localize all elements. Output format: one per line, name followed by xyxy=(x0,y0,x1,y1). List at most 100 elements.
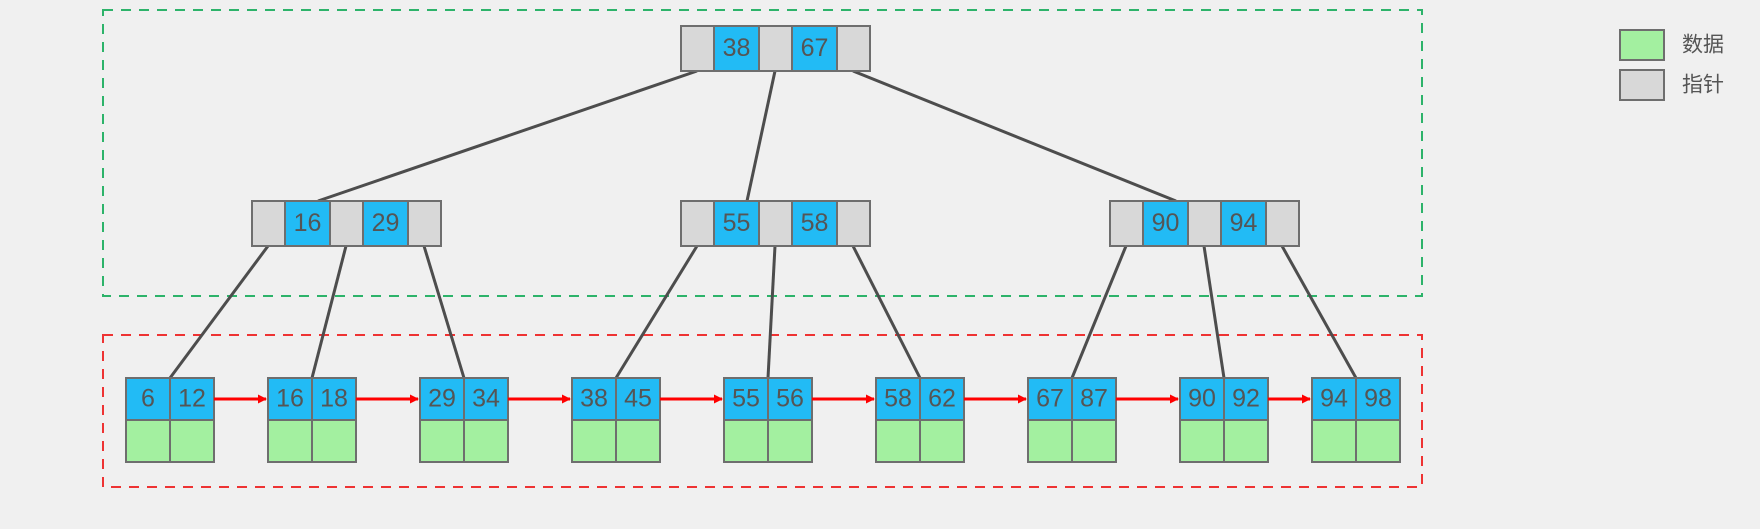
leaf-node-8-key-label-0: 90 xyxy=(1188,385,1216,413)
leaf-node-3-key-cell-0[interactable] xyxy=(419,377,465,421)
leaf-node-8-data-cell-1[interactable] xyxy=(1223,419,1269,463)
leaf-node-9[interactable]: 94 98 xyxy=(1311,377,1401,463)
leaf-node-6-data-cell-1[interactable] xyxy=(919,419,965,463)
leaf-node-1-key-label-0: 6 xyxy=(141,385,155,413)
leaf-node-3-data-cell-1[interactable] xyxy=(463,419,509,463)
data-region xyxy=(102,334,1423,488)
root-node-key-cell-1[interactable] xyxy=(791,25,838,72)
root-node-key-label-0: 38 xyxy=(723,34,751,62)
leaf-node-3-key-cell-1[interactable] xyxy=(463,377,509,421)
leaf-node-5-data-cell-1[interactable] xyxy=(767,419,813,463)
leaf-node-4-key-cell-1[interactable] xyxy=(615,377,661,421)
root-node-key-label-1: 67 xyxy=(801,34,829,62)
internal-node-right-pointer-1[interactable] xyxy=(1187,200,1222,247)
internal-node-middle-pointer-2[interactable] xyxy=(836,200,871,247)
internal-node-left-pointer-1[interactable] xyxy=(329,200,364,247)
leaf-node-6-key-label-1: 62 xyxy=(928,385,956,413)
root-node-pointer-0[interactable] xyxy=(680,25,715,72)
leaf-node-3-data-cell-0[interactable] xyxy=(419,419,465,463)
leaf-node-4-data-cell-0[interactable] xyxy=(571,419,617,463)
legend-swatch-pointer xyxy=(1619,69,1665,101)
root-node-pointer-1[interactable] xyxy=(758,25,793,72)
leaf-node-7-data-cell-1[interactable] xyxy=(1071,419,1117,463)
leaf-node-6[interactable]: 58 62 xyxy=(875,377,965,463)
edge-right-to-leaf7 xyxy=(1070,245,1128,379)
internal-node-middle-key-cell-0[interactable] xyxy=(713,200,760,247)
internal-node-middle[interactable]: 55 58 xyxy=(680,200,871,247)
internal-node-left-pointer-2[interactable] xyxy=(407,200,442,247)
edge-root-to-right xyxy=(852,69,1177,203)
leaf-node-9-key-cell-1[interactable] xyxy=(1355,377,1401,421)
internal-node-left-key-label-0: 16 xyxy=(294,209,322,237)
internal-node-right-key-label-0: 90 xyxy=(1152,209,1180,237)
edge-left-to-leaf3 xyxy=(422,245,466,379)
leaf-node-3[interactable]: 29 34 xyxy=(419,377,509,463)
legend-label-pointer: 指针 xyxy=(1682,74,1724,97)
internal-node-middle-pointer-0[interactable] xyxy=(680,200,715,247)
leaf-node-7-key-cell-1[interactable] xyxy=(1071,377,1117,421)
leaf-node-6-key-label-0: 58 xyxy=(884,385,912,413)
leaf-node-2-key-cell-0[interactable] xyxy=(267,377,313,421)
leaf-node-6-key-cell-1[interactable] xyxy=(919,377,965,421)
leaf-node-5[interactable]: 55 56 xyxy=(723,377,813,463)
edge-middle-to-leaf5 xyxy=(766,245,777,379)
leaf-node-9-key-label-1: 98 xyxy=(1364,385,1392,413)
leaf-node-9-data-cell-1[interactable] xyxy=(1355,419,1401,463)
root-node[interactable]: 38 67 xyxy=(680,25,871,72)
leaf-node-7-key-cell-0[interactable] xyxy=(1027,377,1073,421)
leaf-node-2-data-cell-0[interactable] xyxy=(267,419,313,463)
edge-right-to-leaf8 xyxy=(1202,245,1226,379)
edge-middle-to-leaf6 xyxy=(851,245,922,379)
internal-node-middle-key-label-0: 55 xyxy=(723,209,751,237)
internal-node-right-pointer-2[interactable] xyxy=(1265,200,1300,247)
leaf-node-9-data-cell-0[interactable] xyxy=(1311,419,1357,463)
leaf-node-3-key-label-1: 34 xyxy=(472,385,500,413)
leaf-node-5-key-label-0: 55 xyxy=(732,385,760,413)
leaf-node-5-key-label-1: 56 xyxy=(776,385,804,413)
leaf-node-5-data-cell-0[interactable] xyxy=(723,419,769,463)
leaf-node-1-key-label-1: 12 xyxy=(178,385,206,413)
leaf-node-5-key-cell-1[interactable] xyxy=(767,377,813,421)
internal-node-right-key-cell-0[interactable] xyxy=(1142,200,1189,247)
edge-root-to-left xyxy=(317,69,698,203)
leaf-node-1-data-cell-1[interactable] xyxy=(169,419,215,463)
index-region xyxy=(102,9,1423,297)
leaf-node-9-key-label-0: 94 xyxy=(1320,385,1348,413)
leaf-node-2-data-cell-1[interactable] xyxy=(311,419,357,463)
edge-right-to-leaf9 xyxy=(1280,245,1358,379)
leaf-node-9-key-cell-0[interactable] xyxy=(1311,377,1357,421)
internal-node-right[interactable]: 90 94 xyxy=(1109,200,1300,247)
leaf-node-2-key-label-0: 16 xyxy=(276,385,304,413)
leaf-node-1[interactable]: 6 12 xyxy=(125,377,215,463)
leaf-node-4-key-label-0: 38 xyxy=(580,385,608,413)
edge-left-to-leaf2 xyxy=(310,245,348,379)
internal-node-left-pointer-0[interactable] xyxy=(251,200,286,247)
edge-root-to-middle xyxy=(745,70,777,202)
internal-node-right-key-label-1: 94 xyxy=(1230,209,1258,237)
leaf-node-4[interactable]: 38 45 xyxy=(571,377,661,463)
internal-node-middle-key-cell-1[interactable] xyxy=(791,200,838,247)
leaf-node-7-key-label-1: 87 xyxy=(1080,385,1108,413)
leaf-node-4-key-label-1: 45 xyxy=(624,385,652,413)
leaf-node-7-data-cell-0[interactable] xyxy=(1027,419,1073,463)
leaf-node-8-key-label-1: 92 xyxy=(1232,385,1260,413)
internal-node-right-pointer-0[interactable] xyxy=(1109,200,1144,247)
legend-swatch-data xyxy=(1619,29,1665,61)
internal-node-middle-key-label-1: 58 xyxy=(801,209,829,237)
leaf-node-6-data-cell-0[interactable] xyxy=(875,419,921,463)
leaf-node-8-data-cell-0[interactable] xyxy=(1179,419,1225,463)
leaf-node-8-key-cell-0[interactable] xyxy=(1179,377,1225,421)
leaf-node-3-key-label-0: 29 xyxy=(428,385,456,413)
root-node-pointer-2[interactable] xyxy=(836,25,871,72)
leaf-node-4-data-cell-1[interactable] xyxy=(615,419,661,463)
leaf-node-8[interactable]: 90 92 xyxy=(1179,377,1269,463)
regions-layer xyxy=(102,9,1423,488)
leaf-node-1-data-cell-0[interactable] xyxy=(125,419,171,463)
internal-node-middle-pointer-1[interactable] xyxy=(758,200,793,247)
